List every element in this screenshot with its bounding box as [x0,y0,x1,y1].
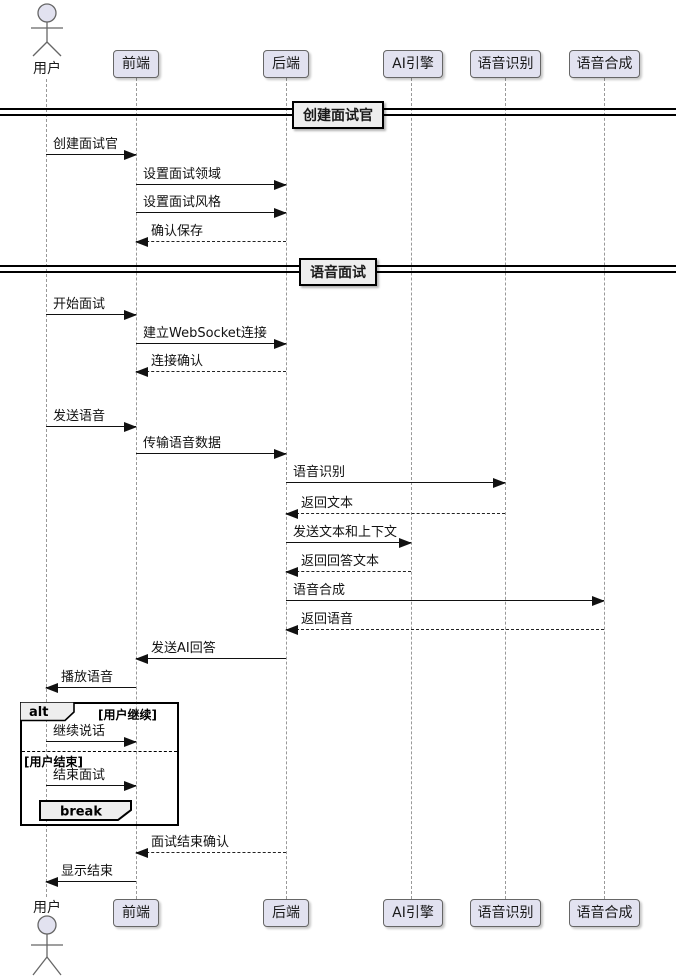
lifeline-frontend [136,78,137,899]
message-interview-end-ack: 面试结束确认 [135,834,286,858]
lifeline-speech-synth [604,78,605,899]
arrowhead-icon [135,848,148,858]
message-return-answer-text: 返回回答文本 [285,553,411,577]
participant-frontend-bottom: 前端 [113,899,159,927]
arrowhead-icon [45,877,58,887]
arrowhead-icon [124,150,137,160]
arrowhead-icon [493,478,506,488]
alt-guard-end: [用户结束] [24,755,83,769]
arrowhead-icon [274,339,287,349]
arrowhead-icon [124,422,137,432]
message-transfer-voice-data: 传输语音数据 [136,435,287,459]
alt-label: alt [29,705,48,720]
lifeline-speech-recog [505,78,506,899]
arrowhead-icon [592,596,605,606]
arrowhead-icon [274,449,287,459]
participant-speech-recog-bottom: 语音识别 [470,899,541,927]
lifeline-user [46,79,47,897]
message-set-style: 设置面试风格 [136,194,287,218]
break-label: break [60,805,102,820]
message-continue-speaking: 继续说话 [46,723,137,747]
arrowhead-icon [285,509,298,519]
message-create-interviewer: 创建面试官 [46,136,137,160]
message-websocket: 建立WebSocket连接 [136,325,287,349]
arrowhead-icon [135,237,148,247]
message-speech-synthesis: 语音合成 [286,582,605,606]
message-send-ai-answer: 发送AI回答 [135,640,286,664]
arrowhead-icon [124,781,137,791]
participant-backend-bottom: 后端 [263,899,309,927]
actor-figure-top [31,3,63,57]
message-start-interview: 开始面试 [46,296,137,320]
arrowhead-icon [135,367,148,377]
arrowhead-icon [399,538,412,548]
message-play-voice: 播放语音 [45,669,136,693]
message-return-text: 返回文本 [285,495,505,519]
arrowhead-icon [274,208,287,218]
participant-backend-top: 后端 [263,50,309,78]
message-speech-recognition: 语音识别 [286,464,506,488]
participant-speech-synth-bottom: 语音合成 [569,899,640,927]
arrowhead-icon [274,180,287,190]
arrowhead-icon [135,654,148,664]
alt-guard-continue: [用户继续] [98,708,157,722]
message-show-end: 显示结束 [45,863,136,887]
message-send-text-context: 发送文本和上下文 [286,524,412,548]
message-end-interview: 结束面试 [46,767,137,791]
divider-create-interviewer: 创建面试官 [292,101,384,129]
arrowhead-icon [124,737,137,747]
participant-ai-engine-bottom: AI引擎 [383,899,443,927]
arrowhead-icon [124,310,137,320]
message-confirm-save: 确认保存 [135,223,286,247]
actor-figure-bottom [31,915,63,976]
message-connect-ack: 连接确认 [135,353,286,377]
participant-speech-recog-top: 语音识别 [470,50,541,78]
participant-ai-engine-top: AI引擎 [383,50,443,78]
actor-label-user-bottom: 用户 [33,900,61,916]
divider-label: 创建面试官 [303,108,373,124]
alt-frame: [用户继续] [用户结束] [20,702,179,826]
arrowhead-icon [285,567,298,577]
arrowhead-icon [45,683,58,693]
divider-voice-interview: 语音面试 [299,258,377,286]
alt-section-divider [22,751,177,752]
arrowhead-icon [285,625,298,635]
alt-label-pentagon: alt [20,702,75,722]
participant-speech-synth-top: 语音合成 [569,50,640,78]
lifeline-backend [286,78,287,899]
divider-label: 语音面试 [310,265,366,281]
lifeline-ai-engine [411,78,412,899]
actor-label-user-top: 用户 [33,61,61,77]
participant-frontend-top: 前端 [113,50,159,78]
message-send-voice: 发送语音 [46,408,137,432]
break-fragment: break [39,800,132,821]
message-set-domain: 设置面试领域 [136,166,287,190]
message-return-voice: 返回语音 [285,611,604,635]
